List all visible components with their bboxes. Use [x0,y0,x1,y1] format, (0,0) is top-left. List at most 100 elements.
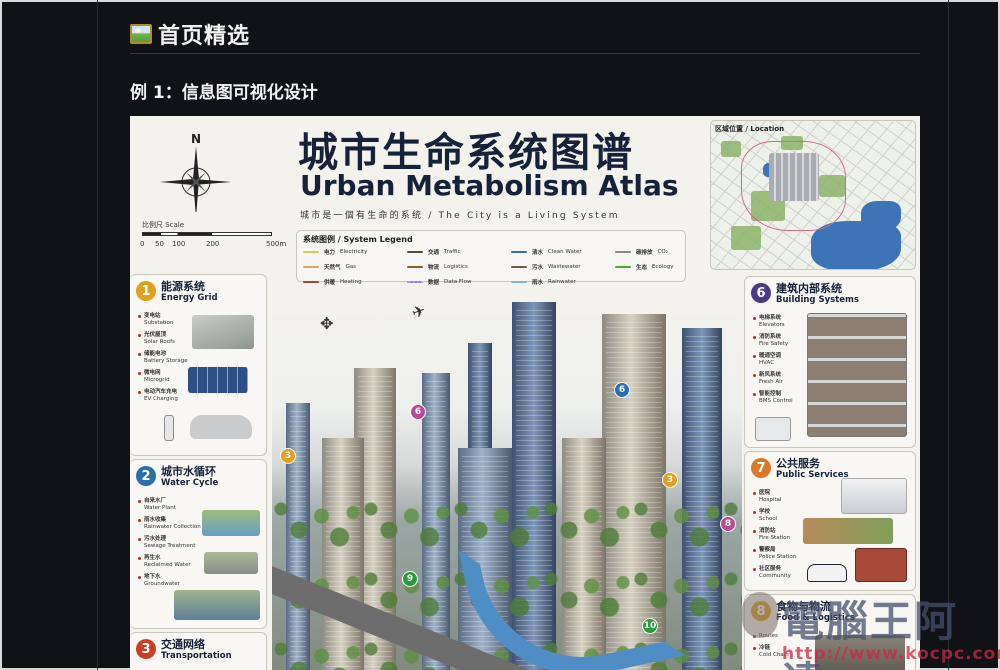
legend-swatch-icon [303,251,319,253]
hvac-unit-illustration [755,417,791,441]
ev-car-illustration [190,415,252,439]
scale-tick: 500m [266,240,287,248]
panel-number-badge: 7 [751,458,771,478]
airplane-icon: ✈ [409,300,429,323]
sewage-illustration [204,552,258,574]
map-park [721,141,741,157]
map-district-boundary [741,141,846,231]
panel-title-zh: 建筑内部系统 [776,282,842,295]
building-cutaway-illustration [807,313,907,437]
warehouse-illustration [815,635,905,670]
scale-tick: 0 [140,240,145,248]
panel-title-zh: 食物与物流 [776,600,831,613]
example-title: 例 1：信息图可视化设计 [130,83,318,103]
substation-illustration [192,315,254,349]
compass-rose: N [160,132,230,212]
panel-number-badge: 8 [751,601,771,621]
map-marker: 9 [402,571,418,587]
scale-tick: 200 [206,240,220,248]
panel-title-en: Food & Logistics [776,613,855,623]
infographic-subtitle: 城市是一個有生命的系统 / The City is a Living Syste… [300,211,620,221]
infographic-title-en: Urban Metabolism Atlas [300,169,679,202]
legend-swatch-icon [303,266,319,268]
legend-swatch-icon [511,281,527,283]
panel-title-en: Building Systems [776,295,859,305]
solar-panel-illustration [188,367,248,393]
legend-swatch-icon [303,281,319,283]
location-title: 区域位置 / Location [715,125,785,133]
framed-picture-icon [130,24,152,44]
infographic-image: N 比例尺 Scale 0 50 100 200 500m 城市生命系统图谱 U… [130,116,920,670]
legend-swatch-icon [511,266,527,268]
panel-title-en: Water Cycle [161,478,219,488]
legend-swatch-icon [615,266,631,268]
list-item: Routes [753,633,789,640]
trees [272,488,742,670]
map-marker: 6 [410,404,426,420]
panel-number-badge: 3 [136,639,156,659]
compass-north-label: N [191,132,202,146]
groundwater-illustration [174,590,260,620]
panel-number-badge: 6 [751,283,771,303]
scale-bar [142,232,272,236]
ev-charger-illustration [164,415,174,441]
water-plant-illustration [202,510,260,536]
map-water [861,201,901,231]
panel-title-zh: 交通网络 [161,638,205,651]
police-car-illustration [807,564,847,582]
panel-title-en: Public Services [776,470,849,480]
legend-swatch-icon [407,281,423,283]
hospital-illustration [841,478,907,514]
infographic-title-zh: 城市生命系统图谱 [298,130,634,176]
city-illustration: ✥ ✈ 6 6 3 3 8 9 10 [272,288,742,670]
school-illustration [803,518,893,544]
panel-number-badge: 1 [136,281,156,301]
section-heading: 首页精选 [130,18,250,50]
panel-title-zh: 能源系统 [161,280,205,293]
legend-swatch-icon [511,251,527,253]
map-park [731,226,761,250]
fire-station-illustration [855,548,907,582]
map-marker: 6 [614,382,630,398]
panel-title-zh: 城市水循环 [161,465,216,478]
section-title: 首页精选 [158,24,251,49]
scale-tick: 100 [172,240,186,248]
legend-swatch-icon [615,251,631,253]
panel-title-zh: 公共服务 [776,457,820,470]
legend-title: 系统图例 / System Legend [303,235,413,244]
